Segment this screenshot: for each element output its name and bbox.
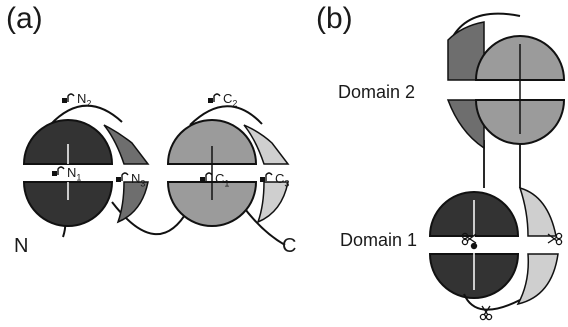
domain2-back-bottom [446,99,485,150]
n-domain-flap-bottom [116,181,149,224]
scissors-icon-right [547,232,563,246]
n-domain-top-half [22,119,114,165]
domain2-top-loop [451,12,521,39]
strand-label-c2: C2 [223,91,238,109]
marker-icon-n3 [116,172,129,182]
c-terminus-label: C [282,235,297,257]
n-terminus-label: N [14,235,29,257]
n-domain-top-loop [49,104,123,126]
c-domain-flap-bottom [256,181,289,224]
panel-label-b: (b) [316,2,353,35]
panel-label-a: (a) [6,2,43,35]
marker-icon-c1 [200,172,213,182]
c-domain-flap-top [243,124,290,165]
domain1-back-top [518,186,557,237]
strand-label-n3: N3 [131,171,146,189]
n-domain-flap-top [103,124,150,165]
domain-2-label: Domain 2 [338,82,416,102]
strand-label-n2: N2 [77,91,92,109]
c-domain-top-loop [189,105,263,126]
c-domain-top-half [166,119,258,165]
domain1-back-bottom [516,253,559,306]
n-domain-bottom-half [22,181,114,227]
strand-label-n1: N1 [67,165,82,183]
marker-icon-n1 [52,166,65,176]
crosslink-dot [470,242,478,250]
panel-a-drawing [22,93,290,246]
panel-b-drawing [428,12,566,321]
strand-label-c3: C3 [275,171,290,189]
marker-icon-c3 [260,172,273,182]
scissors-icon-left [461,232,477,246]
strand-label-c1: C1 [215,171,230,189]
c-domain-bottom-half [166,181,258,227]
scissors-icon-bottom [479,305,493,321]
marker-icon-c2 [208,93,221,103]
marker-icon-n2 [62,93,75,103]
domain-1-label: Domain 1 [340,230,418,250]
